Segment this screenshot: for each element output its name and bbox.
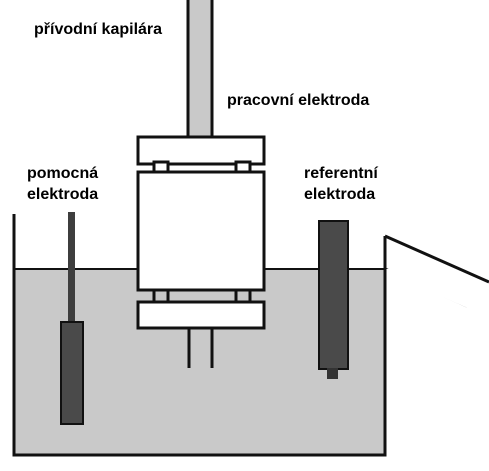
- supply-capillary: [186, 0, 214, 140]
- label-reference-electrode: referentní elektroda: [304, 163, 378, 205]
- reference-electrode-body: [318, 220, 349, 370]
- label-auxiliary-electrode: pomocná elektroda: [27, 163, 98, 205]
- label-reference-electrode-line2: elektroda: [304, 186, 376, 203]
- label-working-electrode: pracovní elektroda: [227, 92, 370, 109]
- working-electrode-bottom-flange: [136, 300, 266, 330]
- reference-electrode: [318, 220, 349, 379]
- working-electrode: [136, 135, 266, 368]
- label-auxiliary-electrode-line1: pomocná: [27, 165, 99, 182]
- side-outlet-liquid: [385, 269, 470, 309]
- label-supply-capillary: přívodní kapilára: [34, 21, 163, 38]
- auxiliary-electrode-wire: [68, 212, 75, 324]
- label-auxiliary-electrode-line2: elektroda: [27, 186, 99, 203]
- auxiliary-electrode: [60, 212, 84, 425]
- reference-electrode-tip: [327, 368, 338, 379]
- working-electrode-body: [136, 170, 266, 292]
- working-electrode-top-flange: [136, 135, 266, 166]
- label-reference-electrode-line1: referentní: [304, 165, 378, 182]
- auxiliary-electrode-rod: [60, 321, 84, 425]
- vessel-wall: [12, 214, 387, 457]
